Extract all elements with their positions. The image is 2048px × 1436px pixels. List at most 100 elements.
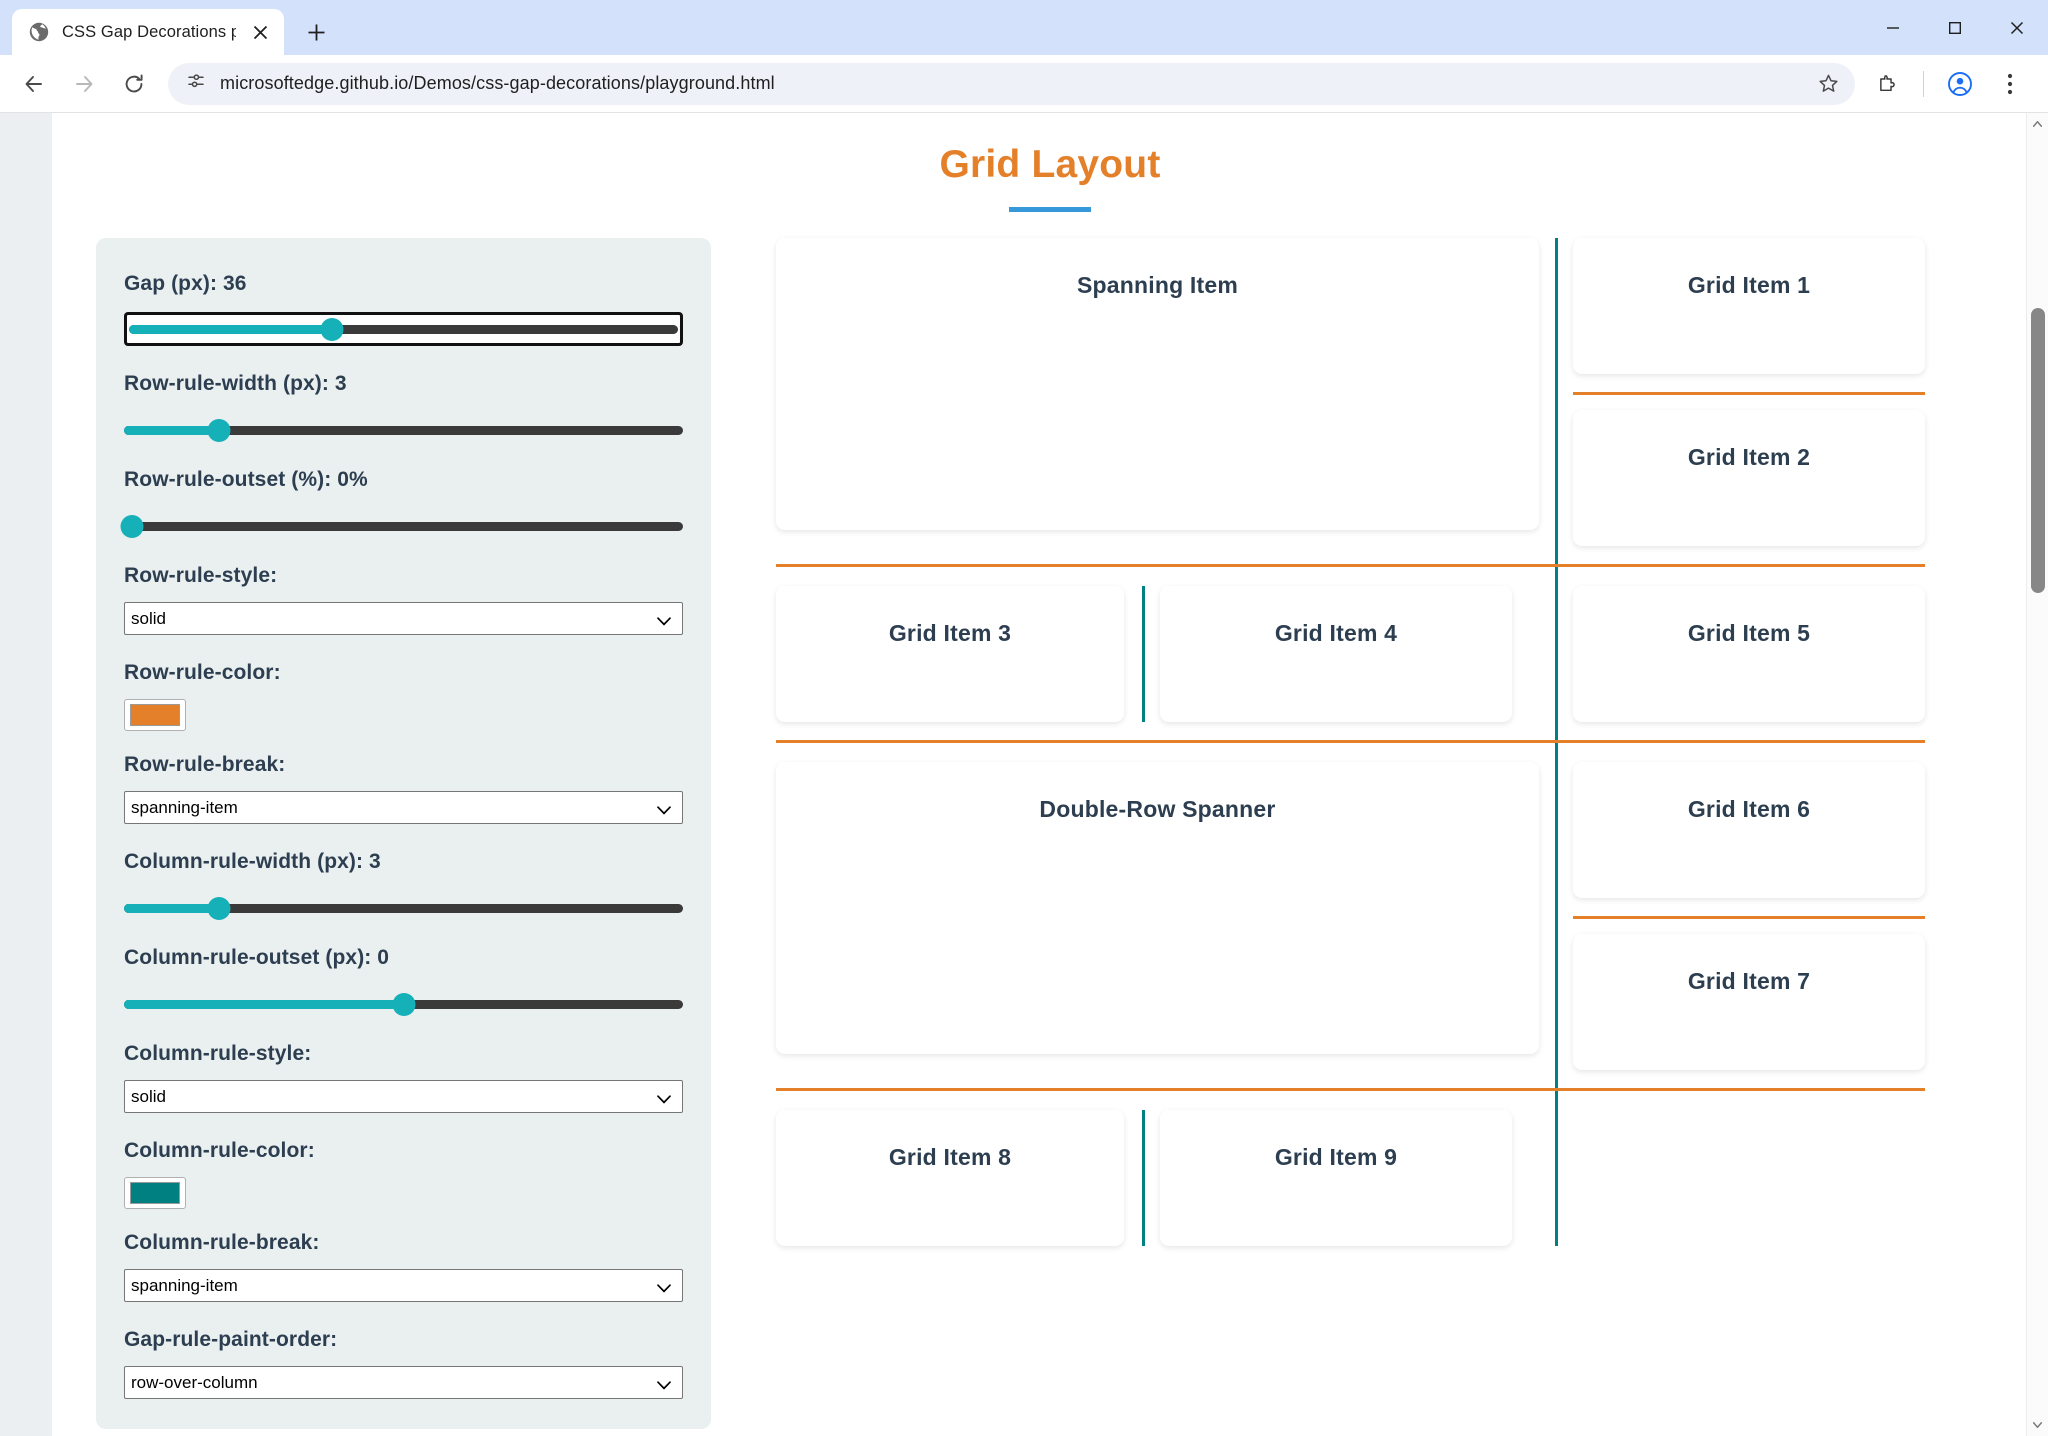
- slider-fill: [124, 904, 220, 913]
- control-row-rule-outset: Row-rule-outset (%): 0%: [120, 468, 683, 538]
- column-rule-break-select[interactable]: spanning-item: [124, 1269, 683, 1302]
- grid-cell-label: Grid Item 3: [888, 620, 1012, 646]
- row-rule: [776, 564, 1925, 567]
- row-rule-color-swatch: [130, 704, 180, 726]
- page-title: Grid Layout: [939, 143, 1161, 186]
- controls-panel: Gap (px): 36 Row-rule-width (px): 3: [96, 238, 711, 1429]
- grid-cell-label: Double-Row Spanner: [1039, 796, 1276, 822]
- slider-thumb[interactable]: [207, 897, 231, 920]
- slider-thumb[interactable]: [392, 993, 415, 1016]
- column-rule-style-select[interactable]: solid: [124, 1080, 683, 1113]
- gap-slider[interactable]: [129, 318, 678, 341]
- control-row-rule-color: Row-rule-color:: [124, 661, 683, 731]
- scroll-down-arrow-icon[interactable]: [2027, 1414, 2048, 1436]
- new-tab-button[interactable]: [294, 10, 338, 54]
- page-body: Gap (px): 36 Row-rule-width (px): 3: [52, 212, 2048, 1429]
- grid-cell-label: Grid Item 9: [1274, 1144, 1398, 1170]
- gap-slider-focus-ring: [124, 312, 683, 346]
- column-rule: [1142, 1110, 1145, 1246]
- scrollbar-thumb[interactable]: [2031, 308, 2045, 593]
- slider-thumb[interactable]: [320, 318, 344, 341]
- site-settings-icon[interactable]: [186, 71, 206, 96]
- control-column-rule-style: Column-rule-style: solid: [124, 1042, 683, 1113]
- row-rule-style-select[interactable]: solid: [124, 602, 683, 635]
- minimize-icon[interactable]: [1862, 0, 1924, 55]
- control-label: Column-rule-style:: [124, 1042, 312, 1065]
- reload-icon[interactable]: [110, 60, 158, 108]
- control-row-rule-break: Row-rule-break: spanning-item: [124, 753, 683, 824]
- row-rule-width-slider[interactable]: [124, 418, 683, 442]
- extensions-puzzle-icon[interactable]: [1863, 60, 1911, 108]
- row-rule-color-picker[interactable]: [124, 699, 186, 731]
- browser-tab[interactable]: CSS Gap Decorations playgroun: [12, 9, 284, 55]
- row-rule-break-select[interactable]: spanning-item: [124, 791, 683, 824]
- grid-cell-label: Grid Item 7: [1687, 968, 1811, 994]
- close-icon[interactable]: [1986, 0, 2048, 55]
- globe-icon: [28, 21, 50, 43]
- profile-avatar-icon[interactable]: [1936, 60, 1984, 108]
- forward-arrow-icon[interactable]: [60, 60, 108, 108]
- window-controls: [1862, 0, 2048, 55]
- row-rule: [1573, 916, 1925, 919]
- column-rule-width-slider[interactable]: [124, 896, 683, 920]
- three-dot-menu-icon[interactable]: [1986, 60, 2034, 108]
- close-icon[interactable]: [248, 20, 272, 44]
- grid-cell: Grid Item 6: [1573, 762, 1925, 898]
- control-label: Column-rule-width (px): 3: [124, 850, 381, 873]
- grid-cell-label: Grid Item 2: [1687, 444, 1811, 470]
- row-rule-outset-slider[interactable]: [120, 514, 683, 538]
- grid-cell-label: Grid Item 5: [1687, 620, 1811, 646]
- control-label: Column-rule-outset (px): 0: [124, 946, 390, 969]
- grid-cell: Spanning Item: [776, 238, 1539, 530]
- control-label: Gap (px): 36: [124, 272, 247, 295]
- title-underline: [1009, 207, 1091, 212]
- grid-cell: Grid Item 9: [1160, 1110, 1512, 1246]
- control-row-rule-style: Row-rule-style: solid: [124, 564, 683, 635]
- control-label: Row-rule-style:: [124, 564, 278, 587]
- vertical-scrollbar[interactable]: [2026, 113, 2048, 1436]
- control-label: Column-rule-color:: [124, 1139, 315, 1162]
- control-column-rule-break: Column-rule-break: spanning-item: [124, 1231, 683, 1302]
- scroll-up-arrow-icon[interactable]: [2027, 113, 2048, 135]
- slider-thumb[interactable]: [120, 515, 144, 538]
- control-label: Gap-rule-paint-order:: [124, 1328, 338, 1351]
- grid-cell: Grid Item 4: [1160, 586, 1512, 722]
- control-column-rule-outset: Column-rule-outset (px): 0: [124, 946, 683, 1016]
- grid-cell: Grid Item 8: [776, 1110, 1124, 1246]
- browser-toolbar: microsoftedge.github.io/Demos/css-gap-de…: [0, 55, 2048, 112]
- page-content: Grid Layout Gap (px): 36: [52, 113, 2048, 1436]
- column-rule-color-swatch: [130, 1182, 180, 1204]
- page-viewport: Grid Layout Gap (px): 36: [0, 112, 2048, 1436]
- control-column-rule-color: Column-rule-color:: [124, 1139, 683, 1209]
- control-label: Row-rule-color:: [124, 661, 281, 684]
- toolbar-divider: [1923, 70, 1924, 97]
- tab-strip: CSS Gap Decorations playgroun: [0, 0, 2048, 55]
- address-bar[interactable]: microsoftedge.github.io/Demos/css-gap-de…: [168, 62, 1855, 105]
- row-rule: [776, 1088, 1925, 1091]
- grid-cell: Grid Item 5: [1573, 586, 1925, 722]
- slider-track: [124, 522, 683, 531]
- back-arrow-icon[interactable]: [10, 60, 58, 108]
- column-rule-outset-slider[interactable]: [124, 992, 683, 1016]
- grid-cell-label: Grid Item 4: [1274, 620, 1398, 646]
- slider-thumb[interactable]: [207, 419, 231, 442]
- control-label: Row-rule-width (px): 3: [124, 372, 347, 395]
- gap-rule-paint-order-shell: row-over-column: [124, 1366, 683, 1399]
- star-icon[interactable]: [1809, 65, 1847, 103]
- column-rule-color-picker[interactable]: [124, 1177, 186, 1209]
- row-rule-style-shell: solid: [124, 602, 683, 635]
- grid-cell-label: Spanning Item: [1076, 272, 1239, 298]
- grid-cell: Double-Row Spanner: [776, 762, 1539, 1054]
- control-label: Column-rule-break:: [124, 1231, 320, 1254]
- control-label: Row-rule-break:: [124, 753, 286, 776]
- gap-rule-paint-order-select[interactable]: row-over-column: [124, 1366, 683, 1399]
- row-rule-break-shell: spanning-item: [124, 791, 683, 824]
- grid-cell: Grid Item 2: [1573, 410, 1925, 546]
- control-row-rule-width: Row-rule-width (px): 3: [124, 372, 683, 442]
- slider-fill: [124, 426, 220, 435]
- control-label: Row-rule-outset (%): 0%: [124, 468, 368, 491]
- control-gap: Gap (px): 36: [124, 272, 683, 346]
- column-rule: [1142, 586, 1145, 722]
- maximize-icon[interactable]: [1924, 0, 1986, 55]
